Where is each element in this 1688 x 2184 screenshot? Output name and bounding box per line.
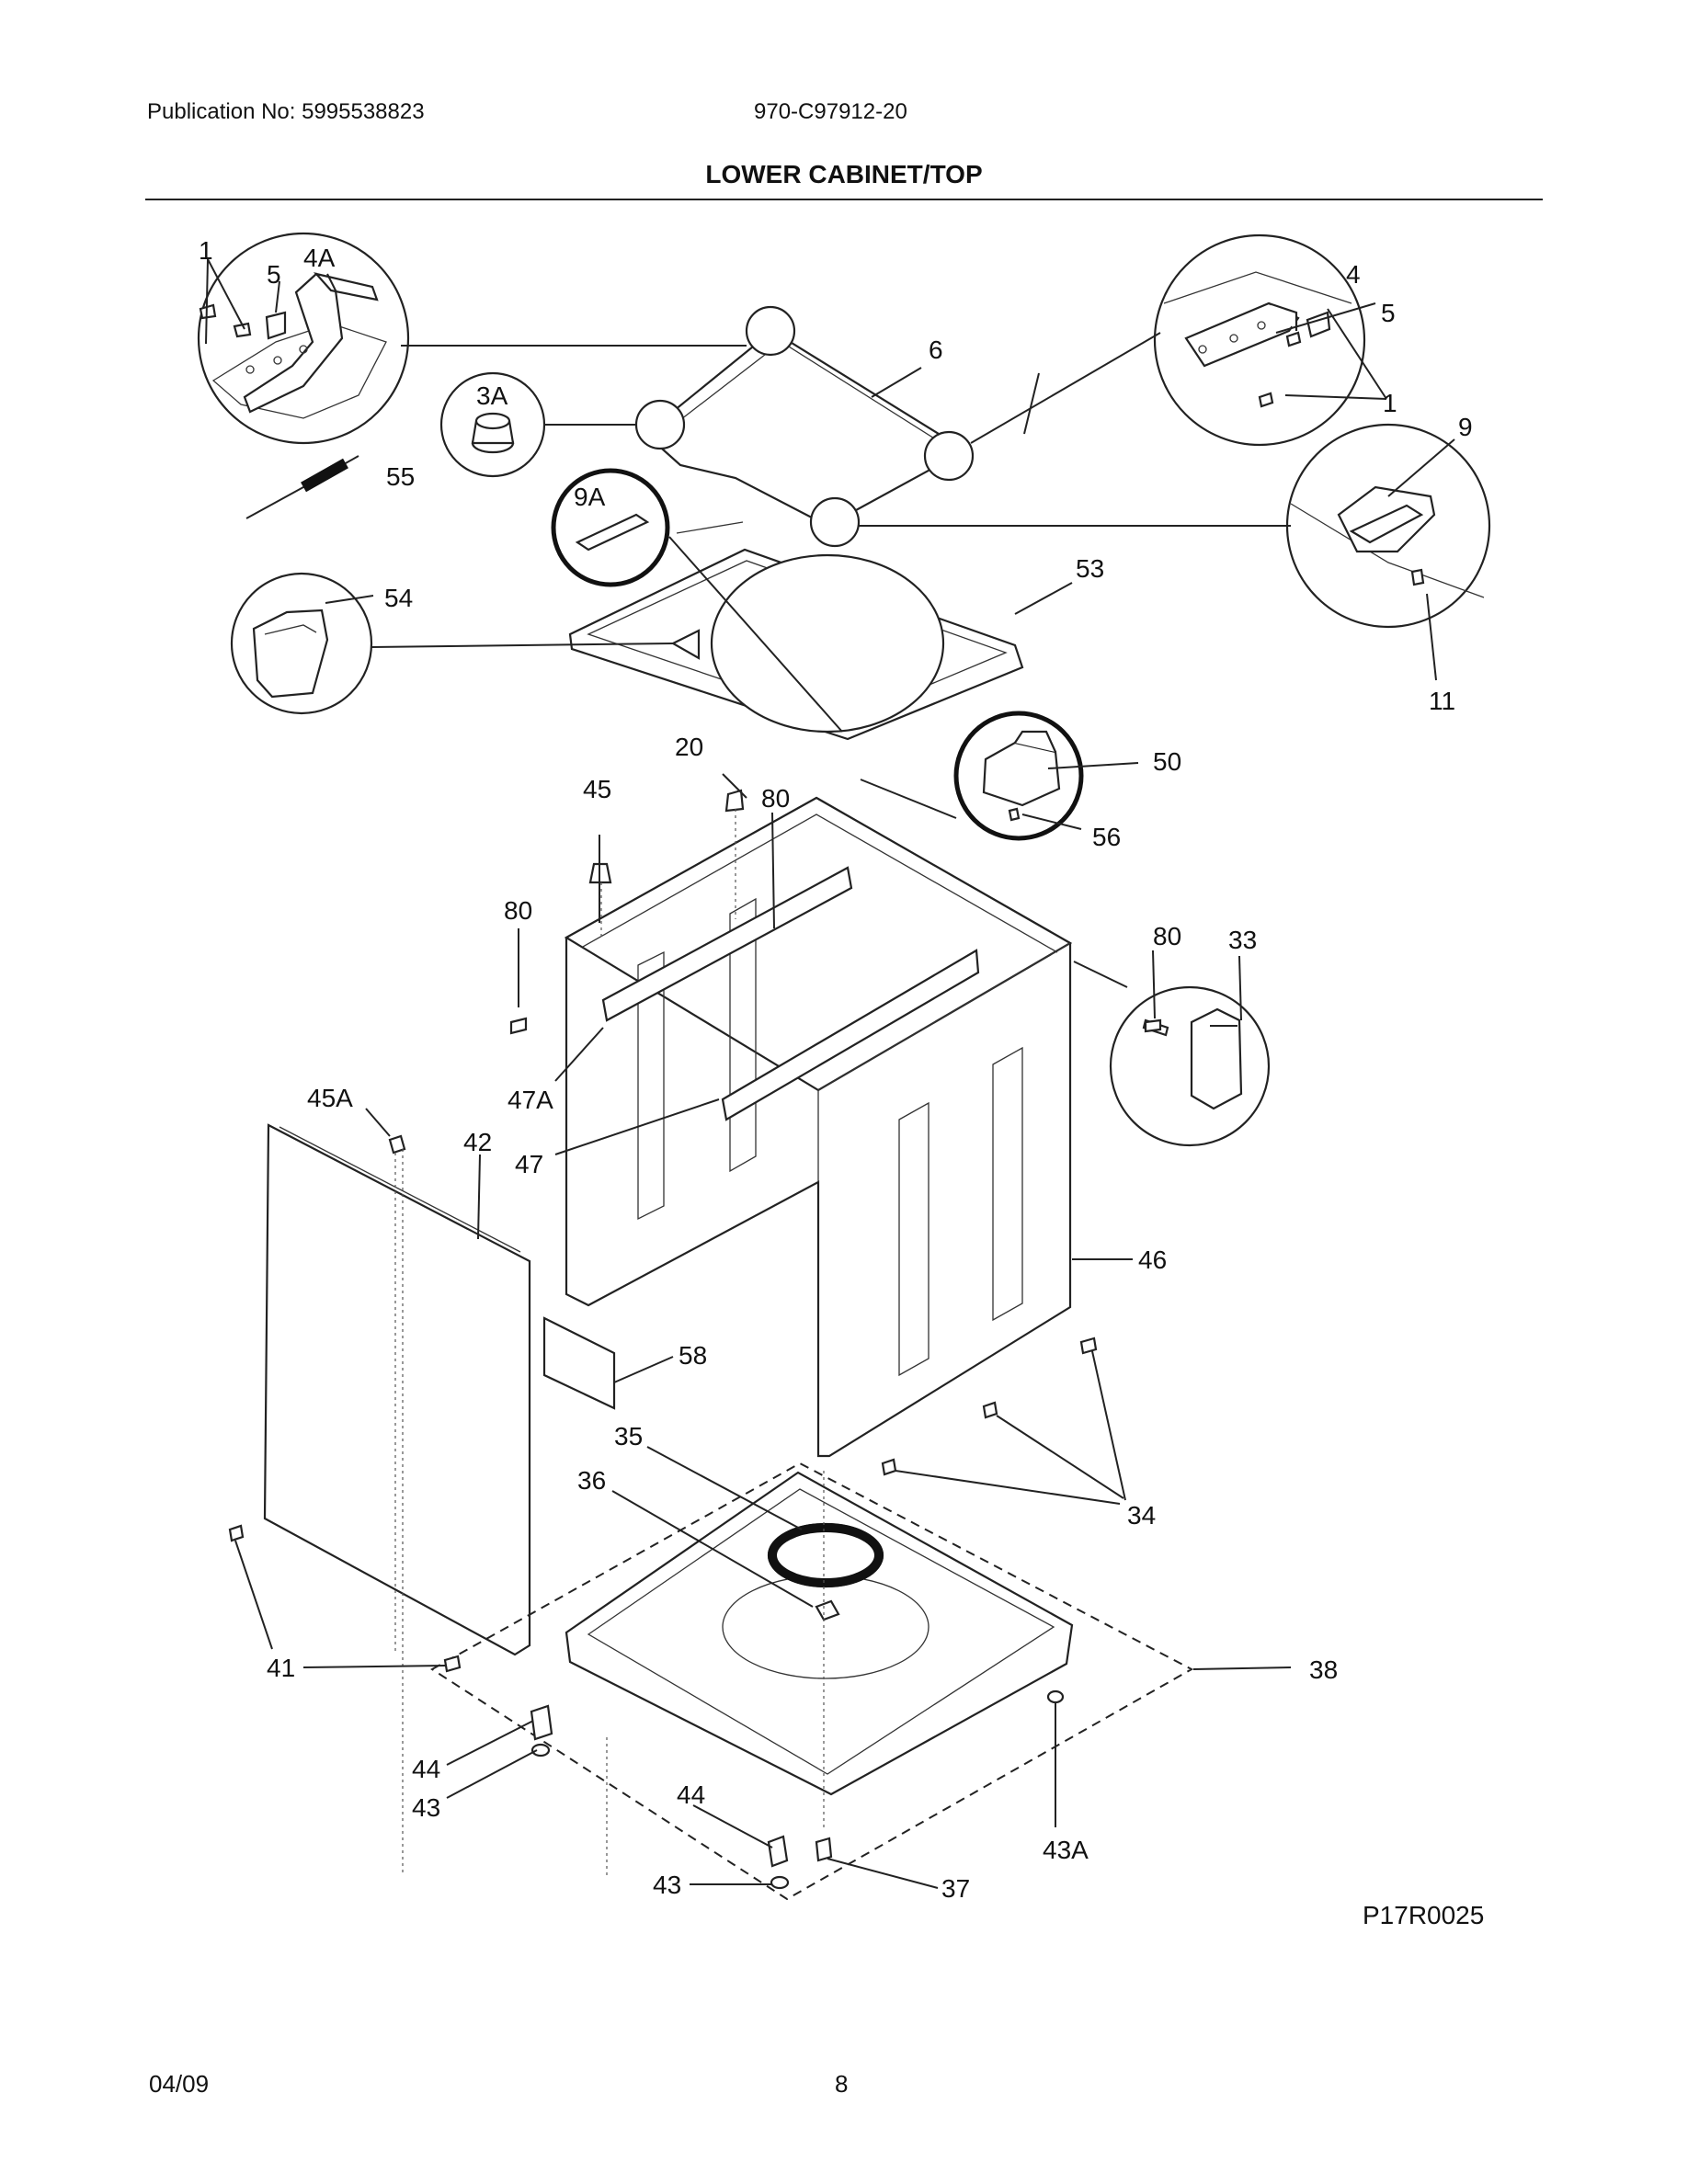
page-title: LOWER CABINET/TOP xyxy=(705,160,983,188)
callout-5: 5 xyxy=(267,260,281,289)
callout-44-left: 44 xyxy=(412,1755,440,1783)
callout-43-left: 43 xyxy=(412,1793,440,1822)
callout-35: 35 xyxy=(614,1422,643,1450)
callout-3A: 3A xyxy=(476,381,508,410)
callout-56: 56 xyxy=(1092,823,1121,851)
cabinet-body-46 xyxy=(564,796,1073,1458)
callout-9A: 9A xyxy=(574,483,606,511)
callout-4A: 4A xyxy=(303,244,336,272)
callout-42: 42 xyxy=(463,1128,492,1156)
callout-6: 6 xyxy=(929,336,943,364)
callout-80-top: 80 xyxy=(761,784,790,813)
callout-38: 38 xyxy=(1309,1655,1338,1684)
page-number: 8 xyxy=(835,2070,849,2098)
lid-part-6 xyxy=(634,305,975,548)
side-panel-42 xyxy=(263,1123,531,1656)
callout-43A: 43A xyxy=(1043,1836,1089,1864)
callout-1: 1 xyxy=(199,236,213,265)
callout-55: 55 xyxy=(386,462,415,491)
callout-43-bottom: 43 xyxy=(653,1871,681,1899)
callout-37: 37 xyxy=(941,1874,970,1903)
hinge-detail-33 xyxy=(1109,985,1271,1147)
callout-50: 50 xyxy=(1153,747,1181,776)
bumper-detail xyxy=(439,371,546,478)
callout-53: 53 xyxy=(1076,554,1104,583)
callout-5-right: 5 xyxy=(1381,299,1396,327)
callout-80-right: 80 xyxy=(1153,922,1181,950)
switch-detail-50 xyxy=(953,711,1084,841)
callout-20: 20 xyxy=(675,733,703,761)
diagram-code: P17R0025 xyxy=(1363,1901,1485,1929)
callout-36: 36 xyxy=(577,1466,606,1495)
callout-labels: 1 4A 5 3A 55 6 4 5 1 9 9A 53 54 11 20 50… xyxy=(199,236,1473,1903)
callout-9: 9 xyxy=(1458,413,1473,441)
callout-80-left: 80 xyxy=(504,896,532,925)
callout-44-bottom: 44 xyxy=(677,1780,705,1809)
callout-45: 45 xyxy=(583,775,611,803)
callout-47A: 47A xyxy=(508,1086,553,1114)
header-divider xyxy=(145,199,1543,200)
hinge-detail-left xyxy=(197,232,410,445)
screws-and-feet xyxy=(228,789,1162,1890)
latch-detail-9 xyxy=(1285,423,1491,629)
callout-4: 4 xyxy=(1346,260,1361,289)
callout-47: 47 xyxy=(515,1150,543,1178)
callout-46: 46 xyxy=(1138,1246,1167,1274)
publication-number: Publication No: 5995538823 xyxy=(147,99,425,124)
callout-1-right: 1 xyxy=(1383,389,1397,417)
callout-33: 33 xyxy=(1228,926,1257,954)
callout-58: 58 xyxy=(679,1341,707,1370)
callout-54: 54 xyxy=(384,584,413,612)
bracket-detail-54 xyxy=(230,572,373,715)
hinge-detail-right xyxy=(1153,233,1366,447)
spring-part-55 xyxy=(245,455,359,519)
callout-45A: 45A xyxy=(307,1084,353,1112)
pad-detail-9A xyxy=(551,468,670,587)
document-number: 970-C97912-20 xyxy=(754,99,907,124)
label-plate-58 xyxy=(542,1316,616,1410)
callout-34: 34 xyxy=(1127,1501,1156,1530)
top-panel-53 xyxy=(568,521,1024,741)
base-38 xyxy=(430,1462,1194,1901)
callout-41: 41 xyxy=(267,1654,295,1682)
callout-11: 11 xyxy=(1429,687,1455,715)
footer-date: 04/09 xyxy=(149,2070,210,2098)
